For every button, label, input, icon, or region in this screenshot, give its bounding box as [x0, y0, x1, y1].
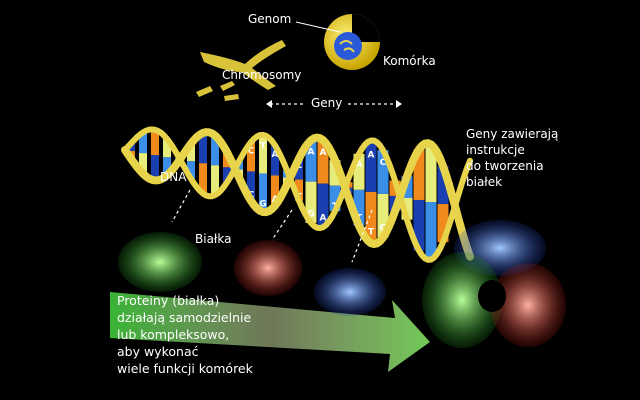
- base-letter: A: [272, 150, 279, 160]
- base-letter: C: [380, 158, 387, 168]
- protein-green: [118, 232, 202, 292]
- genes-note-line: do tworzenia: [466, 159, 544, 173]
- base-pair-half: [329, 185, 341, 212]
- base-pair-half: [329, 160, 341, 186]
- base-pair-half: [139, 153, 147, 174]
- proteins-note-line: Proteiny (białka): [117, 293, 220, 308]
- base-letter: T: [260, 142, 267, 152]
- base-letter: G: [259, 199, 266, 209]
- base-pair-half: [295, 179, 303, 201]
- base-pair-half: [425, 202, 437, 260]
- pointer-arrows: [171, 189, 373, 263]
- base-pair-half: [365, 140, 377, 192]
- base-letter: A: [320, 213, 327, 223]
- proteins-note-line: aby wykonać: [117, 344, 199, 359]
- base-pair-half: [295, 158, 303, 180]
- base-pair-half: [305, 181, 317, 223]
- genes-note-line: Geny zawierają: [466, 127, 559, 141]
- base-pair-half: [139, 132, 147, 154]
- protein-complex: [422, 220, 566, 348]
- base-letter: C: [248, 146, 255, 156]
- base-letter: G: [379, 224, 386, 234]
- base-pair-half: [317, 140, 329, 184]
- protein-red: [234, 240, 302, 296]
- base-pair-half: [187, 143, 195, 162]
- base-pair-half: [365, 191, 377, 244]
- proteins-note-line: lub kompleksowo,: [117, 327, 230, 342]
- base-pair-half: [199, 163, 207, 194]
- base-pair-half: [211, 135, 219, 166]
- base-pair-half: [353, 189, 365, 226]
- base-letter: G: [307, 210, 314, 220]
- genes-note-line: instrukcje: [466, 143, 525, 157]
- chromosome-icon: [196, 40, 286, 101]
- base-pair-half: [437, 204, 449, 243]
- base-pair-half: [377, 193, 389, 238]
- base-pair-half: [163, 138, 171, 158]
- label-genome: Genom: [248, 12, 292, 26]
- base-pair-half: [199, 132, 207, 164]
- base-pair-half: [259, 134, 267, 174]
- label-dna: DNA: [160, 170, 187, 184]
- base-pair-half: [317, 183, 329, 228]
- label-chromosomes: Chromosomy: [222, 68, 302, 82]
- genes-note-line: białek: [466, 175, 503, 189]
- cell-icon: [295, 14, 380, 70]
- label-cell: Komórka: [383, 54, 436, 68]
- base-pair-half: [437, 165, 449, 205]
- base-pair-half: [305, 140, 317, 182]
- base-pair-half: [271, 175, 279, 206]
- base-pair-half: [377, 150, 389, 194]
- label-proteins: Białka: [195, 232, 232, 246]
- base-pair-half: [151, 129, 159, 156]
- base-pair-half: [247, 142, 255, 172]
- base-letter: A: [308, 148, 315, 158]
- protein-blue: [314, 268, 386, 316]
- base-pair-half: [353, 153, 365, 190]
- base-pair-half: [425, 144, 437, 203]
- proteins-note-line: działają samodzielnie: [117, 310, 252, 325]
- base-pair-half: [223, 167, 231, 183]
- base-pair-half: [163, 157, 171, 176]
- base-pair-half: [187, 161, 195, 179]
- base-letter: T: [368, 227, 375, 237]
- base-pair-half: [271, 145, 279, 176]
- process-arrow: [110, 292, 430, 372]
- base-pair-half: [413, 199, 425, 251]
- base-letter: A: [368, 150, 375, 160]
- base-pair-half: [151, 155, 159, 181]
- base-pair-half: [401, 197, 413, 220]
- dna-strand: [121, 128, 474, 261]
- base-pair-half: [413, 149, 425, 200]
- base-pair-half: [247, 171, 255, 201]
- proteins-note-line: wiele funkcji komórek: [117, 361, 253, 376]
- base-letter: A: [356, 160, 363, 170]
- label-genes: Geny: [311, 96, 343, 110]
- dna-strand: [122, 126, 473, 263]
- base-letter: A: [320, 148, 327, 158]
- base-pair-half: [211, 165, 219, 196]
- base-pair-half: [259, 173, 267, 213]
- genes-note: Geny zawierają instrukcje do tworzenia b…: [466, 126, 558, 190]
- proteins-note: Proteiny (białka) działają samodzielnie …: [117, 292, 253, 377]
